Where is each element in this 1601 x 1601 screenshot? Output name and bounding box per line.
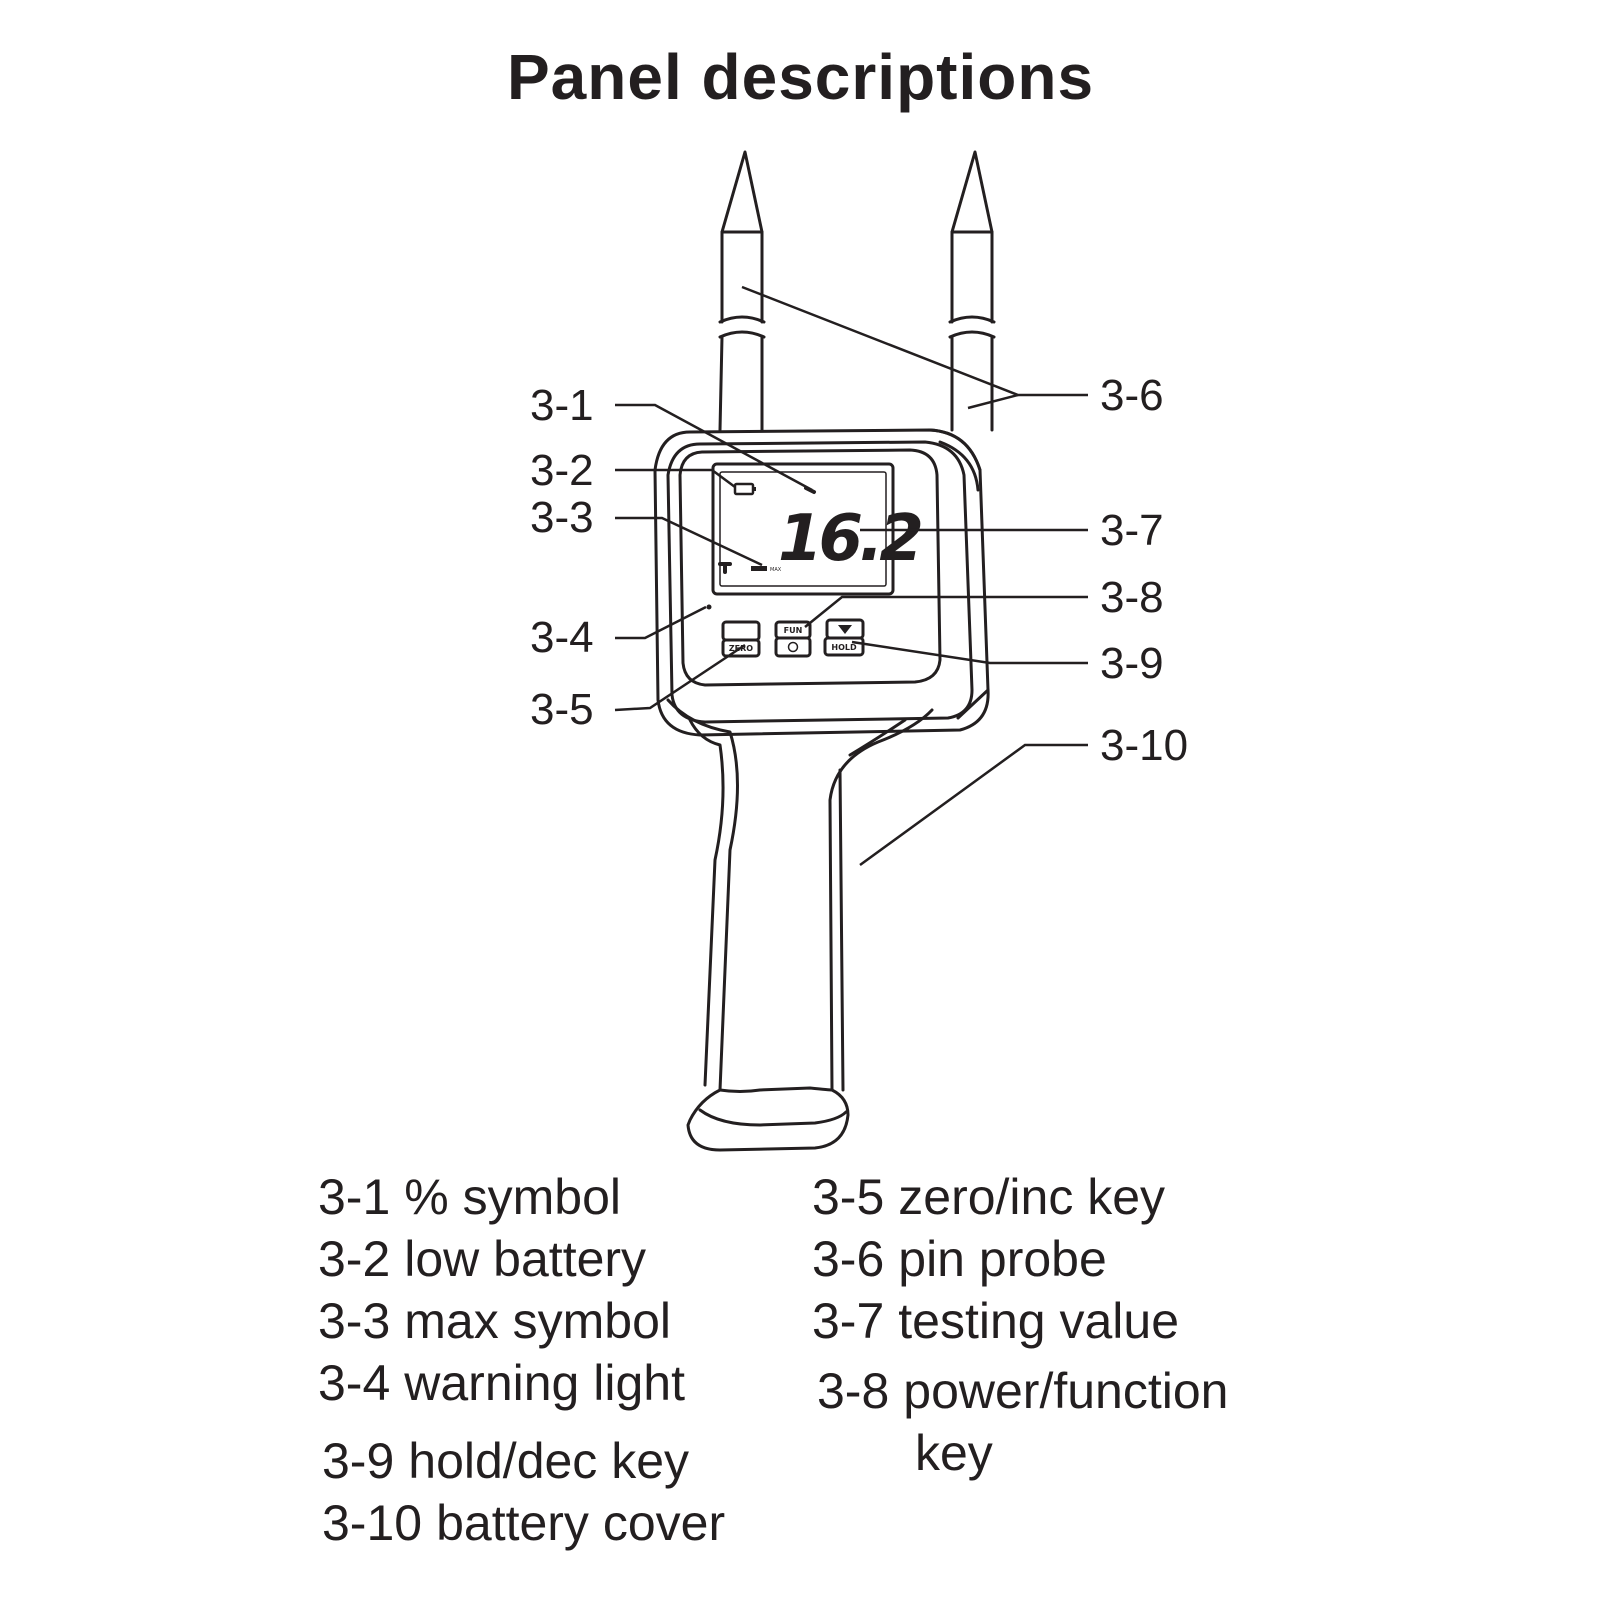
callout-3-5: 3-5 <box>530 685 594 734</box>
callout-3-8: 3-8 <box>1100 573 1164 622</box>
page-title: Panel descriptions <box>506 41 1095 113</box>
callout-3-9: 3-9 <box>1100 639 1164 688</box>
display-reading: 16.2 <box>778 502 920 576</box>
left-pin-probe <box>718 150 766 432</box>
hold-key-label: HOLD <box>831 643 857 652</box>
meter-handle <box>666 698 934 1152</box>
callout-3-10: 3-10 <box>1100 721 1188 770</box>
legend-item: key <box>915 1425 993 1481</box>
max-symbol-label: MAX <box>770 567 782 573</box>
probe-symbol-icon <box>718 562 732 574</box>
power-key <box>774 636 812 658</box>
triangle-down-icon <box>838 625 852 634</box>
hold-key <box>823 636 865 657</box>
warning-light <box>706 604 712 610</box>
face-panel <box>678 448 942 687</box>
callout-3-4: 3-4 <box>530 613 594 662</box>
callout-3-2: 3-2 <box>530 446 594 495</box>
callout-3-1: 3-1 <box>530 381 594 430</box>
callout-3-7: 3-7 <box>1100 506 1164 555</box>
power-icon <box>787 641 799 653</box>
leader-lines <box>614 285 1088 867</box>
callout-3-3: 3-3 <box>530 493 594 542</box>
fun-key-label: FUN <box>784 626 803 635</box>
callout-3-6: 3-6 <box>1100 371 1164 420</box>
right-pin-probe <box>948 150 996 432</box>
legend-item: 3-1% symbol <box>318 1169 621 1225</box>
max-symbol-icon <box>751 566 767 571</box>
